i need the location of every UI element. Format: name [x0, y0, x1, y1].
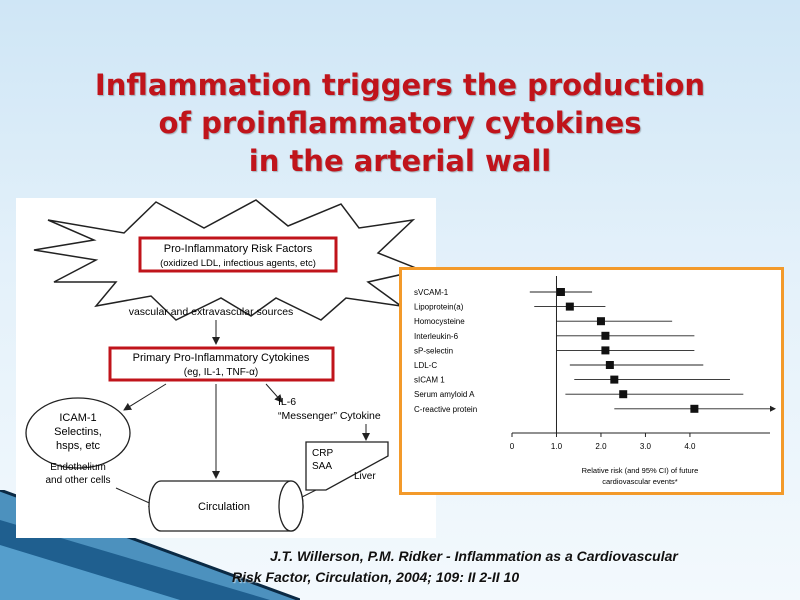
- x-tick-label: 0: [510, 442, 515, 451]
- saa-label: SAA: [312, 461, 332, 472]
- icam-line-1: ICAM-1: [59, 412, 96, 424]
- x-tick-label: 4.0: [684, 442, 696, 451]
- messenger-label: “Messenger” Cytokine: [278, 410, 381, 422]
- estimate-point: [601, 331, 610, 340]
- forest-plot-axis: 0 1.0 2.0 3.0 4.0: [510, 276, 770, 451]
- circulation-cylinder: [148, 480, 304, 532]
- category-label: Interleukin-6: [414, 332, 459, 341]
- title-line-1: Inflammation triggers the production: [94, 68, 706, 102]
- liver-label: Liver: [354, 471, 376, 482]
- estimate-point: [690, 404, 699, 413]
- category-label: C-reactive protein: [414, 405, 477, 414]
- risk-factors-subtitle: (oxidized LDL, infectious agents, etc): [160, 258, 316, 269]
- adhesion-molecules-ellipse: [25, 397, 131, 469]
- sources-label: vascular and extravascular sources: [129, 306, 294, 318]
- category-label: sP-selectin: [414, 346, 453, 355]
- category-label: sICAM 1: [414, 376, 445, 385]
- icam-line-3: hsps, etc: [56, 440, 101, 452]
- x-axis-label-line-2: cardiovascular events*: [602, 477, 678, 486]
- liver-shape: [305, 441, 389, 491]
- estimate-point: [610, 375, 619, 384]
- slide-title: Inflammation triggers the production of …: [60, 66, 740, 180]
- ci-arrow: [770, 405, 776, 412]
- starburst-shape: [33, 199, 424, 321]
- cytokines-highlight: [108, 346, 335, 382]
- x-tick-label: 3.0: [640, 442, 652, 451]
- pathway-diagram-svg: Pro-Inflammatory Risk Factors (oxidized …: [25, 199, 424, 532]
- il6-label: IL-6: [278, 396, 296, 408]
- forest-plot-marks: [529, 288, 776, 413]
- title-line-2: of proinflammatory cytokines: [158, 106, 642, 140]
- citation: J.T. Willerson, P.M. Ridker - Inflammati…: [232, 546, 792, 588]
- estimate-point: [556, 288, 565, 296]
- crp-label: CRP: [312, 448, 333, 459]
- risk-factors-title: Pro-Inflammatory Risk Factors: [164, 243, 313, 255]
- citation-line-2: Risk Factor, Circulation, 2004; 109: II …: [232, 569, 520, 585]
- estimate-point: [619, 390, 628, 399]
- x-tick-label: 1.0: [551, 442, 563, 451]
- pathway-diagram: Pro-Inflammatory Risk Factors (oxidized …: [16, 198, 436, 538]
- estimate-point: [565, 302, 574, 311]
- category-label: Serum amyloid A: [414, 390, 475, 399]
- cytokines-title: Primary Pro-Inflammatory Cytokines: [133, 352, 310, 364]
- circulation-label: Circulation: [198, 501, 250, 513]
- title-line-3: in the arterial wall: [248, 144, 552, 178]
- category-label: sVCAM-1: [414, 288, 449, 297]
- x-axis-label-line-1: Relative risk (and 95% CI) of future: [582, 466, 699, 475]
- endothelium-line-2: and other cells: [45, 475, 110, 486]
- category-label: Lipoprotein(a): [414, 303, 464, 312]
- citation-line-1: J.T. Willerson, P.M. Ridker - Inflammati…: [270, 548, 678, 564]
- x-tick-label: 2.0: [595, 442, 607, 451]
- estimate-point: [601, 346, 610, 355]
- category-label: Homocysteine: [414, 317, 465, 326]
- estimate-point: [596, 317, 605, 326]
- category-label: LDL-C: [414, 361, 437, 370]
- risk-factors-highlight: [138, 236, 338, 273]
- endothelium-line-1: Endothelium: [50, 462, 106, 473]
- icam-line-2: Selectins,: [54, 426, 102, 438]
- estimate-point: [605, 361, 614, 369]
- cytokines-subtitle: (eg, IL-1, TNF-α): [184, 367, 259, 378]
